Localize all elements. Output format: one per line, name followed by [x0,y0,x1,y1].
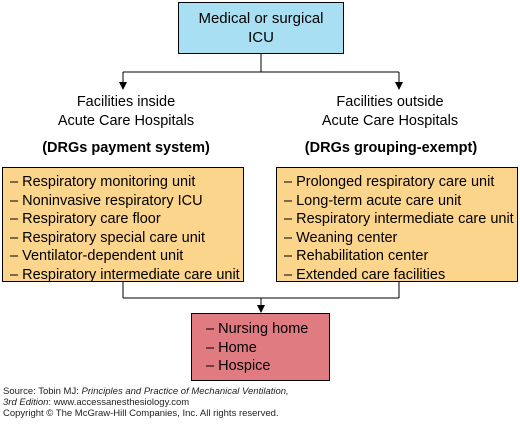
discharge-destinations-box: – Nursing home – Home – Hospice [191,313,330,381]
source-prefix: Source: Tobin MJ: [3,386,82,397]
source-title: Principles and Practice of Mechanical Ve… [81,386,289,397]
source-edition: 3rd Edition [3,397,49,408]
right-column-title: Facilities outside Acute Care Hospitals [300,93,480,131]
outside-facilities-box: – Prolonged respiratory care unit – Long… [276,167,518,283]
list-item: – Rehabilitation center [284,248,429,264]
source-footer: Source: Tobin MJ: Principles and Practic… [3,386,289,419]
source-line1: Source: Tobin MJ: Principles and Practic… [3,386,289,397]
list-item: – Respiratory intermediate care unit [284,211,514,227]
right-column-subtitle: (DRGs grouping-exempt) [304,140,478,156]
list-item: – Respiratory special care unit [10,229,206,246]
left-column-title: Facilities inside Acute Care Hospitals [36,93,216,131]
icu-box-line1: Medical or surgical [198,10,324,27]
list-item: – Long-term acute care unit [284,192,462,209]
list-item: – Weaning center [284,229,398,246]
source-site: : www.accessanesthesiology.com [48,397,190,408]
list-item: – Nursing home [206,321,309,337]
list-item: – Extended care facilities [284,266,446,283]
list-item: – Respiratory monitoring unit [10,174,196,190]
list-item: – Prolonged respiratory care unit [284,174,495,190]
list-item: – Noninvasive respiratory ICU [10,192,203,209]
list-item: – Home [206,339,257,356]
icu-box-line2: ICU [248,29,274,46]
right-title-line1: Facilities outside [336,94,444,110]
left-title-line2: Acute Care Hospitals [57,113,195,129]
source-line2: 3rd Edition: www.accessanesthesiology.co… [3,397,289,408]
left-column-subtitle: (DRGs payment system) [42,140,210,156]
list-item: – Hospice [206,358,271,374]
left-title-line1: Facilities inside [76,94,176,110]
right-title-line2: Acute Care Hospitals [321,113,459,129]
list-item: – Ventilator-dependent unit [10,248,184,264]
inside-facilities-box: – Respiratory monitoring unit – Noninvas… [2,167,244,283]
list-item: – Respiratory care floor [10,211,161,227]
icu-box: Medical or surgical ICU [178,2,344,54]
copyright: Copyright © The McGraw-Hill Companies, I… [3,408,279,419]
list-item: – Respiratory intermediate care unit [10,266,240,283]
